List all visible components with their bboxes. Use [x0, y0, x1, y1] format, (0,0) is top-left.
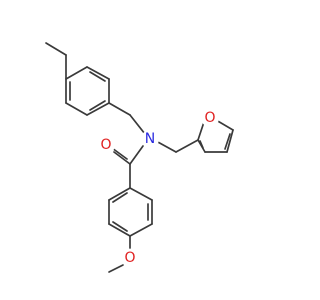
bond: [65, 102, 88, 116]
bond: [45, 42, 67, 56]
bond: [129, 114, 146, 135]
bond: [111, 147, 128, 160]
bond: [129, 223, 153, 237]
atom-label-carbonyl-oxygen: O: [100, 137, 111, 153]
bond-group: [45, 42, 234, 273]
bond: [89, 100, 106, 111]
bond: [129, 187, 153, 201]
atom-label-background: [121, 249, 139, 267]
bond: [226, 129, 234, 153]
bond: [199, 140, 204, 149]
bond: [108, 102, 131, 116]
atom-label-methoxy-oxygen: O: [124, 250, 135, 266]
bond: [65, 66, 88, 80]
bond: [113, 151, 131, 165]
bond: [129, 145, 144, 165]
bond: [108, 264, 124, 273]
atom-label-background: [141, 130, 159, 148]
atom-label-background: [97, 136, 115, 154]
atom-label-nitrogen: N: [145, 131, 155, 147]
molecule-canvas: N O O O: [45, 42, 234, 273]
atom-label-group: N O O O: [97, 109, 219, 267]
bond: [89, 71, 106, 82]
atom-label-furan-oxygen: O: [204, 110, 215, 126]
bond: [108, 223, 131, 237]
bond: [155, 140, 177, 153]
bond: [108, 187, 131, 201]
atom-label-background: [201, 109, 219, 127]
molecule-structure: N O O O: [45, 42, 234, 273]
bond: [112, 192, 128, 203]
bond: [86, 102, 110, 116]
bond: [175, 139, 199, 153]
bond: [224, 133, 231, 150]
bond: [197, 121, 205, 141]
bond: [112, 221, 128, 232]
bond: [86, 66, 110, 80]
bond: [215, 119, 234, 131]
